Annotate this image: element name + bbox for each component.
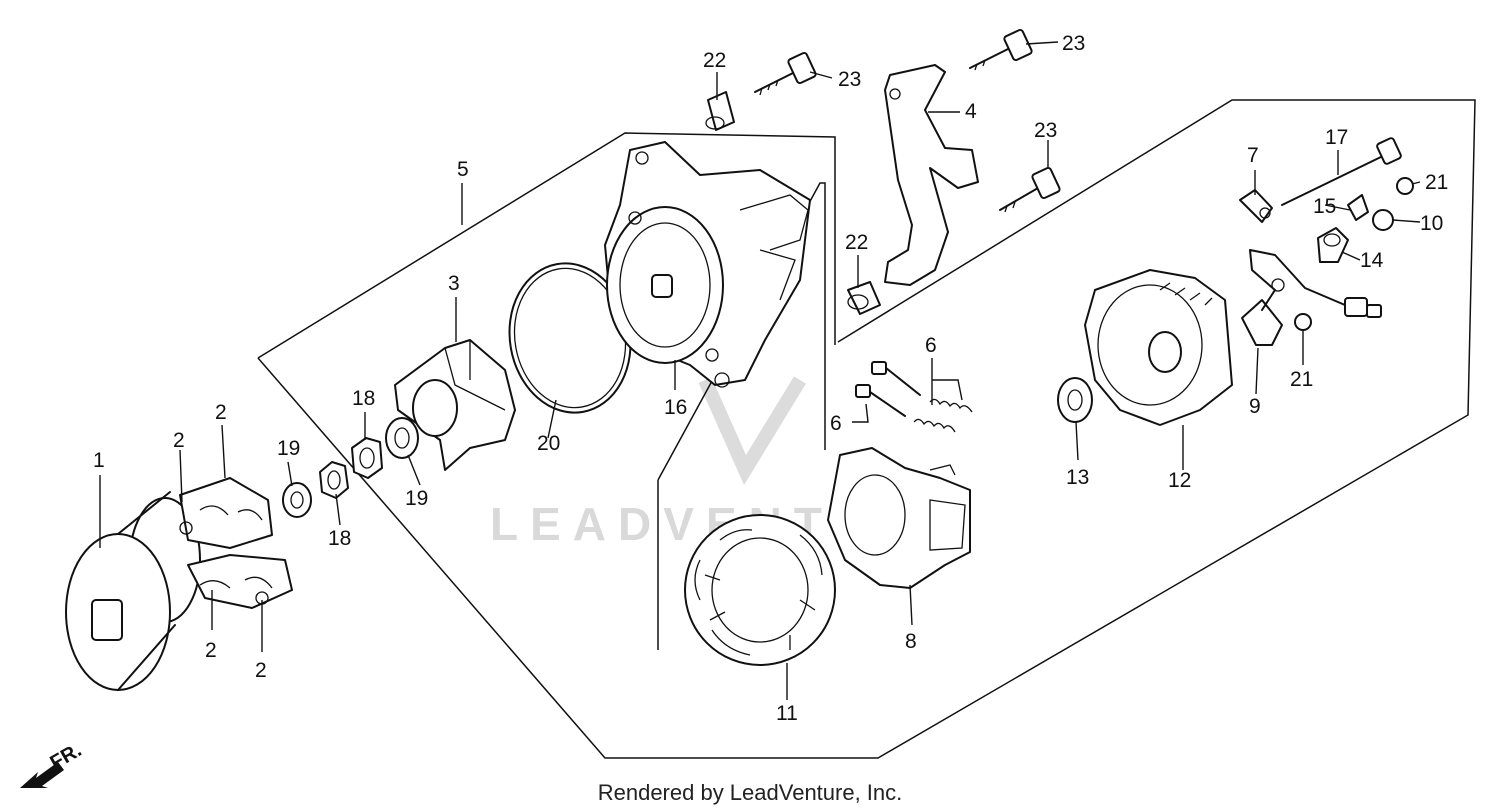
part-15-terminal	[1347, 194, 1369, 221]
callout-12: 12	[1168, 469, 1191, 492]
callout-22: 22	[845, 231, 868, 254]
callout-7: 7	[1247, 144, 1259, 167]
part-17-through-bolt	[1281, 137, 1402, 206]
callouts: 1 2 2 2 2 3 4 5 6 6 7 8 9 10 11 12 13 14…	[93, 32, 1448, 725]
callout-13: 13	[1066, 466, 1089, 489]
callout-21: 21	[1290, 368, 1313, 391]
callout-18: 18	[352, 387, 375, 410]
callout-19: 19	[405, 487, 428, 510]
callout-20: 20	[537, 432, 560, 455]
callout-5: 5	[457, 158, 469, 181]
callout-6: 6	[830, 412, 842, 435]
part-16-housing	[604, 141, 811, 388]
part-8-rectifier	[827, 447, 971, 589]
callout-10: 10	[1420, 212, 1443, 235]
callout-9: 9	[1249, 395, 1261, 418]
callout-6: 6	[925, 334, 937, 357]
callout-11: 11	[776, 702, 798, 725]
callout-14: 14	[1360, 249, 1384, 272]
part-4-bracket	[884, 64, 979, 286]
callout-23: 23	[1062, 32, 1085, 55]
part-9-terminal	[1241, 249, 1382, 346]
callout-17: 17	[1325, 126, 1348, 149]
part-19-washer-right	[385, 417, 419, 459]
callout-4: 4	[965, 100, 977, 123]
callout-3: 3	[448, 272, 460, 295]
callout-21: 21	[1425, 171, 1448, 194]
leader-lines	[99, 41, 1421, 700]
callout-15: 15	[1313, 195, 1336, 218]
part-13-bearing	[1057, 377, 1093, 423]
callout-8: 8	[905, 630, 917, 653]
part-22-collar-top	[705, 91, 735, 131]
part-19-washer-left	[282, 482, 312, 518]
callout-23: 23	[1034, 119, 1057, 142]
part-3-flange	[394, 339, 516, 471]
callout-19: 19	[277, 437, 300, 460]
callout-18: 18	[328, 527, 351, 550]
footer-credit: Rendered by LeadVenture, Inc.	[597, 780, 903, 805]
part-12-rear-cover	[1084, 269, 1233, 426]
callout-2: 2	[173, 429, 185, 452]
part-6-brushes	[855, 361, 973, 433]
part-2-shoes	[179, 477, 293, 609]
part-22-collar-mid	[847, 281, 881, 315]
callout-23: 23	[838, 68, 861, 91]
callout-16: 16	[664, 396, 687, 419]
part-18-nut-left	[319, 461, 349, 499]
part-14-holder	[1317, 227, 1349, 263]
callout-2: 2	[255, 659, 267, 682]
part-23-bolts	[754, 28, 1061, 213]
callout-2: 2	[205, 639, 217, 662]
group-outlines	[257, 99, 1476, 759]
callout-22: 22	[703, 49, 726, 72]
callout-1: 1	[93, 449, 105, 472]
part-18-nut-right	[351, 437, 383, 479]
callout-2: 2	[215, 401, 227, 424]
part-10-nut	[1372, 209, 1394, 231]
part-11-stator	[684, 514, 836, 666]
part-7-clip	[1239, 189, 1273, 223]
part-1-drum	[65, 491, 201, 691]
